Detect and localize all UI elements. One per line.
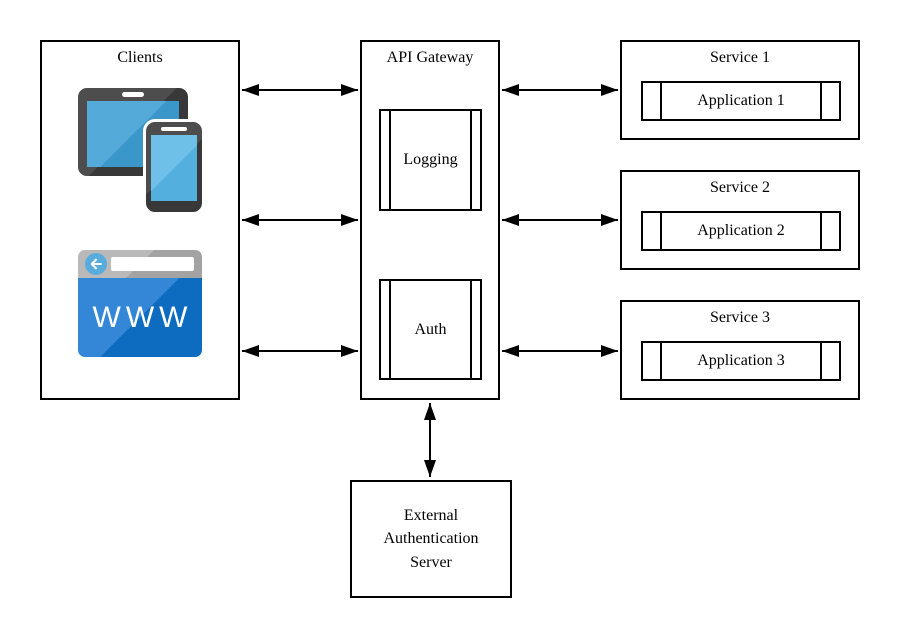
clients-title: Clients — [117, 49, 163, 66]
service-2-title: Service 2 — [710, 179, 770, 196]
www-label: WWW — [92, 300, 193, 334]
component-line — [389, 281, 391, 378]
application-1-label: Application 1 — [697, 92, 785, 109]
address-bar — [111, 257, 194, 271]
external-auth-server-box: External Authentication Server — [350, 480, 512, 598]
phone-body — [146, 122, 202, 212]
application-3-label: Application 3 — [697, 352, 785, 369]
component-line — [389, 111, 391, 209]
browser-toolbar — [78, 250, 202, 278]
component-line — [820, 343, 822, 379]
phone-screen — [151, 135, 197, 201]
application-2-component: Application 2 — [641, 211, 841, 251]
logging-label: Logging — [403, 151, 458, 168]
component-line — [660, 213, 662, 249]
tablet-camera-dot — [122, 92, 144, 97]
service-1-title: Service 1 — [710, 49, 770, 66]
back-arrow-icon — [85, 253, 107, 275]
auth-component: Auth — [379, 279, 482, 380]
component-line — [660, 83, 662, 119]
logging-component: Logging — [379, 109, 482, 211]
service-3-title: Service 3 — [710, 309, 770, 326]
application-1-component: Application 1 — [641, 81, 841, 121]
external-auth-server-title: External Authentication Server — [383, 507, 479, 571]
component-line — [470, 111, 472, 209]
browser-page: WWW — [78, 278, 202, 357]
api-gateway-title: API Gateway — [386, 49, 474, 66]
component-line — [660, 343, 662, 379]
left-arrow-glyph — [90, 258, 102, 270]
application-2-label: Application 2 — [697, 222, 785, 239]
phone-icon — [143, 119, 205, 215]
component-line — [820, 83, 822, 119]
component-line — [820, 213, 822, 249]
browser-icon: WWW — [78, 250, 202, 357]
phone-speaker-dot — [161, 127, 187, 131]
component-line — [470, 281, 472, 378]
application-3-component: Application 3 — [641, 341, 841, 381]
auth-label: Auth — [414, 320, 447, 338]
